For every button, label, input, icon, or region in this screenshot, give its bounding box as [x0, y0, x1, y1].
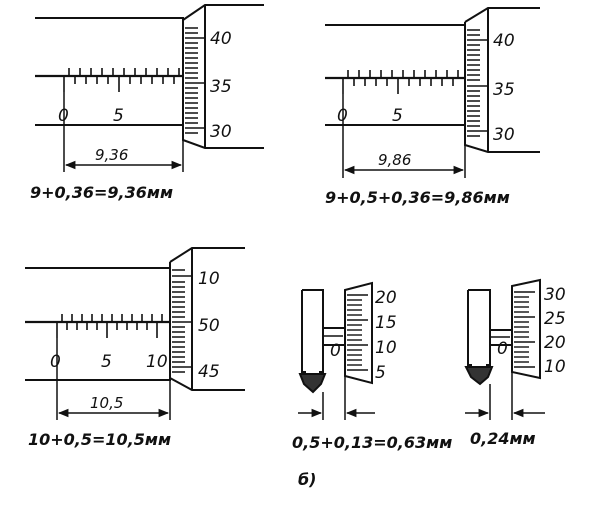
thimble-label-a2-2: 30 — [493, 125, 515, 145]
anvil-b2 — [464, 289, 512, 386]
thimble-label-b2-3: 10 — [544, 357, 566, 377]
sleeve-scale-ticks-a3 — [56, 314, 163, 338]
thimble-label-b2-2: 20 — [544, 333, 566, 353]
thimble-label-a3-2: 45 — [198, 362, 220, 382]
sleeve-label-b1-0: 0 — [330, 341, 341, 361]
thimble-scale-ticks-a1 — [185, 27, 205, 134]
thimble-label-b2-1: 25 — [544, 309, 566, 329]
thimble-b2 — [511, 278, 541, 380]
sleeve-label-a2-1: 5 — [392, 106, 403, 126]
caption-b1: 0,5+0,13=0,63мм — [292, 433, 452, 452]
thimble-label-b1-2: 10 — [375, 338, 397, 358]
thimble-label-b2-0: 30 — [544, 285, 566, 305]
caption-a2: 9+0,5+0,36=9,86мм — [325, 188, 510, 207]
sleeve-label-a3-1: 5 — [101, 352, 112, 372]
sleeve-label-a3-0: 0 — [50, 352, 61, 372]
thimble-label-b1-0: 20 — [375, 288, 397, 308]
panel-b2 — [464, 278, 545, 420]
thimble-label-b1-3: 5 — [375, 363, 386, 383]
dimension-b2 — [465, 372, 545, 420]
caption-b2: 0,24мм — [470, 429, 536, 448]
sleeve-scale-ticks-a1 — [63, 68, 180, 92]
dimension-a1 — [63, 92, 184, 172]
thimble-scale-ticks-a2 — [467, 29, 488, 137]
sleeve-label-a1-1: 5 — [113, 106, 124, 126]
thimble-scale-ticks-b1 — [347, 294, 368, 371]
thimble-label-a1-0: 40 — [210, 29, 232, 49]
caption-a3: 10+0,5=10,5мм — [28, 430, 171, 449]
thimble-b1 — [344, 281, 373, 385]
part-label: б) — [298, 470, 316, 489]
thimble-label-a2-1: 35 — [493, 80, 515, 100]
sleeve-label-a3-2: 10 — [146, 352, 168, 372]
thimble-label-a3-1: 50 — [198, 316, 220, 336]
thimble-a2 — [464, 7, 540, 153]
thimble-label-b1-1: 15 — [375, 313, 397, 333]
dimension-label-a3: 10,5 — [90, 394, 123, 412]
caption-a1: 9+0,36=9,36мм — [30, 183, 173, 202]
thimble-scale-ticks-a3 — [172, 269, 192, 373]
thimble-label-a1-2: 30 — [210, 122, 232, 142]
panel-a2 — [325, 7, 540, 178]
dimension-label-a2: 9,86 — [378, 151, 411, 169]
anvil-b1 — [298, 289, 345, 394]
sleeve-label-a1-0: 0 — [58, 106, 69, 126]
thimble-a1 — [182, 4, 264, 149]
sleeve-label-b2-0: 0 — [497, 339, 508, 359]
panel-a3 — [25, 247, 245, 420]
sleeve-label-a2-0: 0 — [337, 106, 348, 126]
thimble-label-a3-0: 10 — [198, 269, 220, 289]
dimension-label-a1: 9,36 — [95, 146, 128, 164]
panel-a1 — [35, 4, 264, 172]
panel-b1 — [298, 281, 375, 420]
thimble-a3 — [169, 247, 245, 391]
dimension-a2 — [342, 94, 466, 178]
sleeve-scale-ticks-a2 — [342, 70, 459, 94]
thimble-label-a1-1: 35 — [210, 77, 232, 97]
dimension-b1 — [298, 376, 375, 420]
thimble-label-a2-0: 40 — [493, 31, 515, 51]
dimension-a3 — [56, 338, 171, 420]
thimble-scale-ticks-b2 — [514, 291, 535, 368]
